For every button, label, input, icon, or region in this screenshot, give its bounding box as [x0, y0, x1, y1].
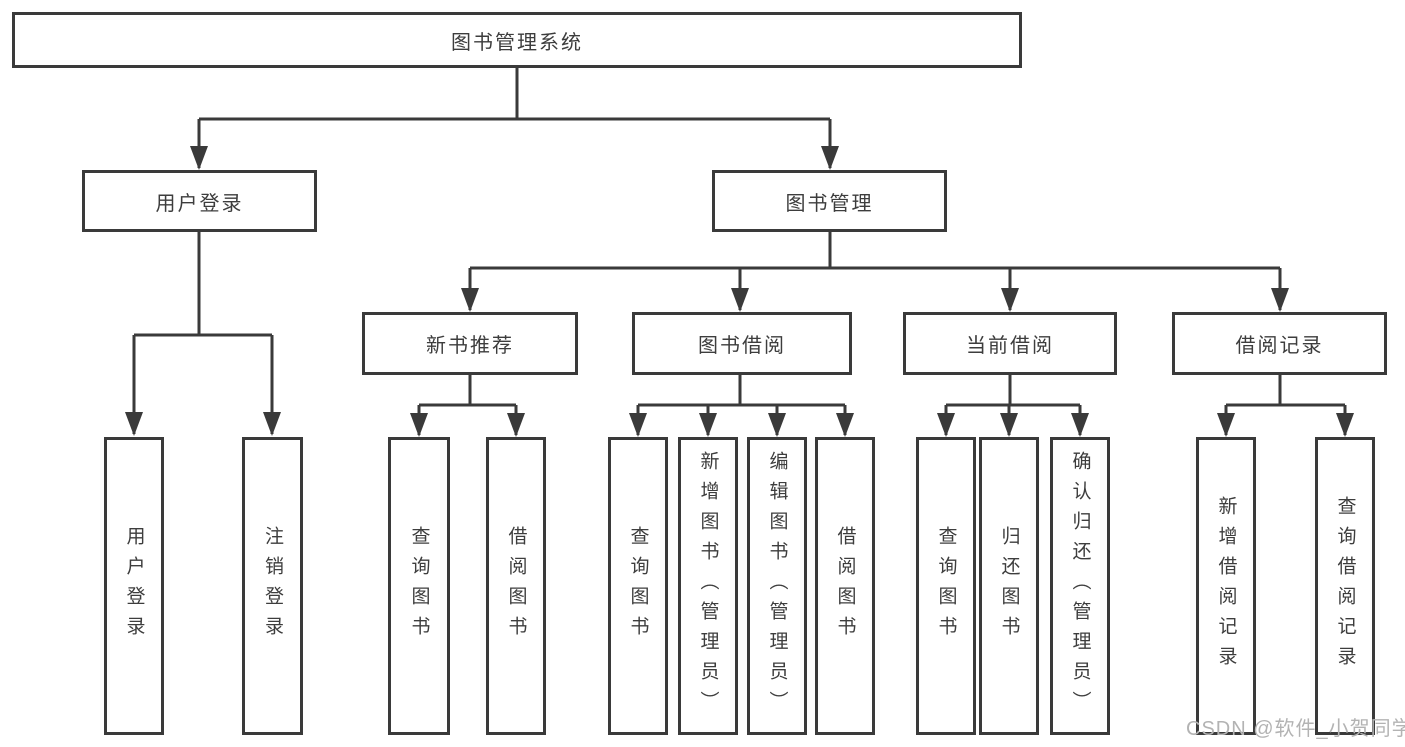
leaf-cb-confirm-return-admin: 确认归还（管理员） — [1050, 437, 1110, 735]
leaf-logout: 注销登录 — [242, 437, 303, 735]
leaf-bb-borrow-book: 借阅图书 — [815, 437, 875, 735]
node-user-login: 用户登录 — [82, 170, 317, 232]
node-book-management: 图书管理 — [712, 170, 947, 232]
leaf-bb-query-book: 查询图书 — [608, 437, 668, 735]
leaf-cb-return-book: 归还图书 — [979, 437, 1039, 735]
leaf-bb-edit-book-admin: 编辑图书（管理员） — [747, 437, 807, 735]
node-new-book-recommend: 新书推荐 — [362, 312, 578, 375]
leaf-nb-borrow-book: 借阅图书 — [486, 437, 546, 735]
node-current-borrow: 当前借阅 — [903, 312, 1117, 375]
node-borrow-records: 借阅记录 — [1172, 312, 1387, 375]
leaf-nb-query-book: 查询图书 — [388, 437, 450, 735]
node-library-system: 图书管理系统 — [12, 12, 1022, 68]
csdn-watermark: CSDN @软件_小贺同学 — [1186, 718, 1405, 740]
leaf-br-add-record: 新增借阅记录 — [1196, 437, 1256, 735]
leaf-bb-add-book-admin: 新增图书（管理员） — [678, 437, 738, 735]
node-book-borrow: 图书借阅 — [632, 312, 852, 375]
leaf-br-query-record: 查询借阅记录 — [1315, 437, 1375, 735]
leaf-user-login: 用户登录 — [104, 437, 164, 735]
leaf-cb-query-book: 查询图书 — [916, 437, 976, 735]
